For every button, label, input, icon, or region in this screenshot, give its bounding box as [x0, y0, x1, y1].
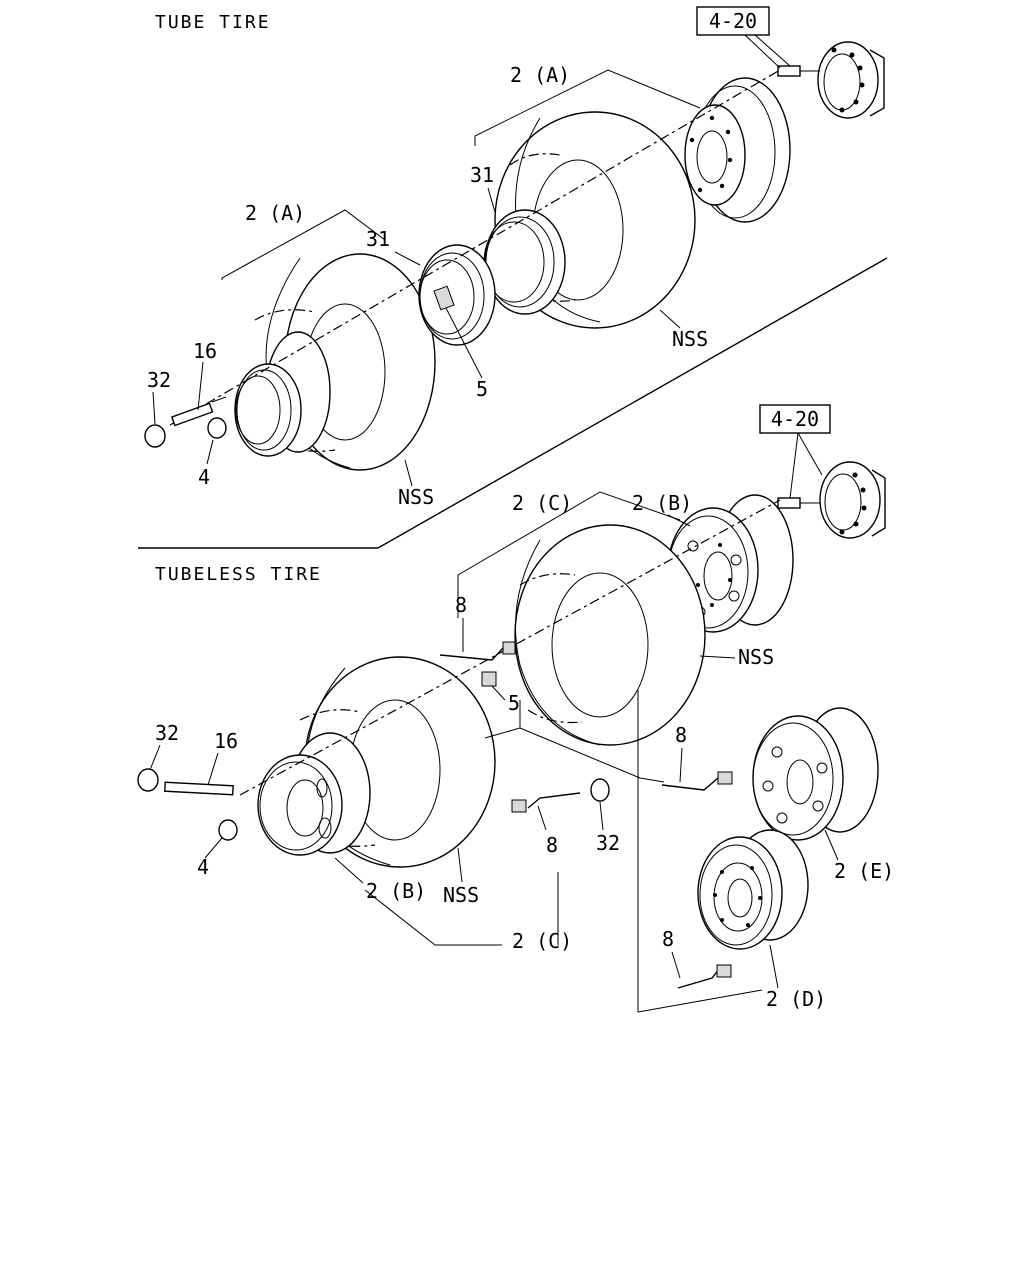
label-32-left: 32	[155, 721, 179, 745]
valve-tubeless-5	[481, 671, 497, 687]
label-4: 4	[197, 855, 209, 879]
valve-stem-upper	[439, 641, 516, 661]
label-32: 32	[147, 368, 171, 392]
valve-stem-right	[661, 771, 733, 791]
flap-ring-left	[418, 244, 496, 346]
cap-nut-tubeless-mid	[590, 778, 610, 802]
axis-line-tubeless	[239, 499, 781, 796]
flap-ring-right	[483, 209, 566, 315]
tube-labels: 2 (A) 2 (A) 31 31 NSS NSS 16 32 4 5	[147, 63, 708, 509]
stud-bolt-tubeless	[164, 781, 234, 796]
label-2b-top: 2 (B)	[632, 491, 692, 515]
label-2c-top: 2 (C)	[512, 491, 572, 515]
svg-text:4-20: 4-20	[709, 9, 757, 33]
label-8-mid: 8	[546, 833, 558, 857]
label-2e: 2 (E)	[834, 859, 894, 883]
label-2a-left: 2 (A)	[245, 201, 305, 225]
label-2d: 2 (D)	[766, 987, 826, 1011]
hub-tubeless-assembly	[819, 461, 886, 539]
label-nss-right: NSS	[738, 645, 774, 669]
label-31-left: 31	[366, 227, 390, 251]
cap-nut-tube	[144, 424, 166, 448]
tubeless-labels: 2 (C) 2 (B) 8 NSS 5 32 16 4 8 8 32 2 (B)…	[149, 491, 894, 1013]
label-16: 16	[193, 339, 217, 363]
label-2b-bottom: 2 (B)	[366, 879, 426, 903]
stud-bolt-tube	[170, 396, 227, 427]
axis-line-tube	[169, 69, 781, 426]
label-4: 4	[198, 465, 210, 489]
section-title-tube-tire: TUBE TIRE	[155, 12, 271, 33]
cap-nut-tubeless-left	[137, 768, 159, 792]
label-8-upper: 8	[455, 593, 467, 617]
label-8-lower: 8	[662, 927, 674, 951]
hex-nut-tube	[207, 417, 227, 439]
tire-tubeless-outer	[514, 524, 706, 746]
ref-box-4-20-mid: 4-20	[759, 404, 831, 499]
label-5: 5	[508, 691, 520, 715]
wheel-tubeless-2b-bottom	[257, 732, 371, 856]
valve-stem-lower	[677, 964, 732, 989]
valve-tube	[433, 285, 455, 311]
hub-tube-assembly	[817, 41, 885, 119]
hex-nut-tubeless	[218, 819, 238, 841]
wheel-stud-mid	[777, 497, 820, 509]
label-2a-right: 2 (A)	[510, 63, 570, 87]
wheel-tubeless-2e	[752, 707, 879, 841]
ref-box-4-20-top: 4-20	[696, 6, 791, 69]
wheel-disc-tube-inner	[684, 77, 791, 223]
svg-text:4-20: 4-20	[771, 407, 819, 431]
label-16: 16	[214, 729, 238, 753]
label-nss-right: NSS	[672, 327, 708, 351]
label-nss-bottom: NSS	[443, 883, 479, 907]
valve-stem-mid	[511, 792, 581, 813]
label-2c-bottom: 2 (C)	[512, 929, 572, 953]
wheel-stud-top	[777, 65, 820, 77]
label-32-mid: 32	[596, 831, 620, 855]
wheel-tubeless-2d	[697, 829, 809, 950]
section-divider	[138, 257, 888, 549]
label-8-right: 8	[675, 723, 687, 747]
label-nss-left: NSS	[398, 485, 434, 509]
label-31-right: 31	[470, 163, 494, 187]
label-5: 5	[476, 377, 488, 401]
section-title-tubeless-tire: TUBELESS TIRE	[155, 564, 322, 585]
rim-tube-outer	[234, 331, 331, 457]
